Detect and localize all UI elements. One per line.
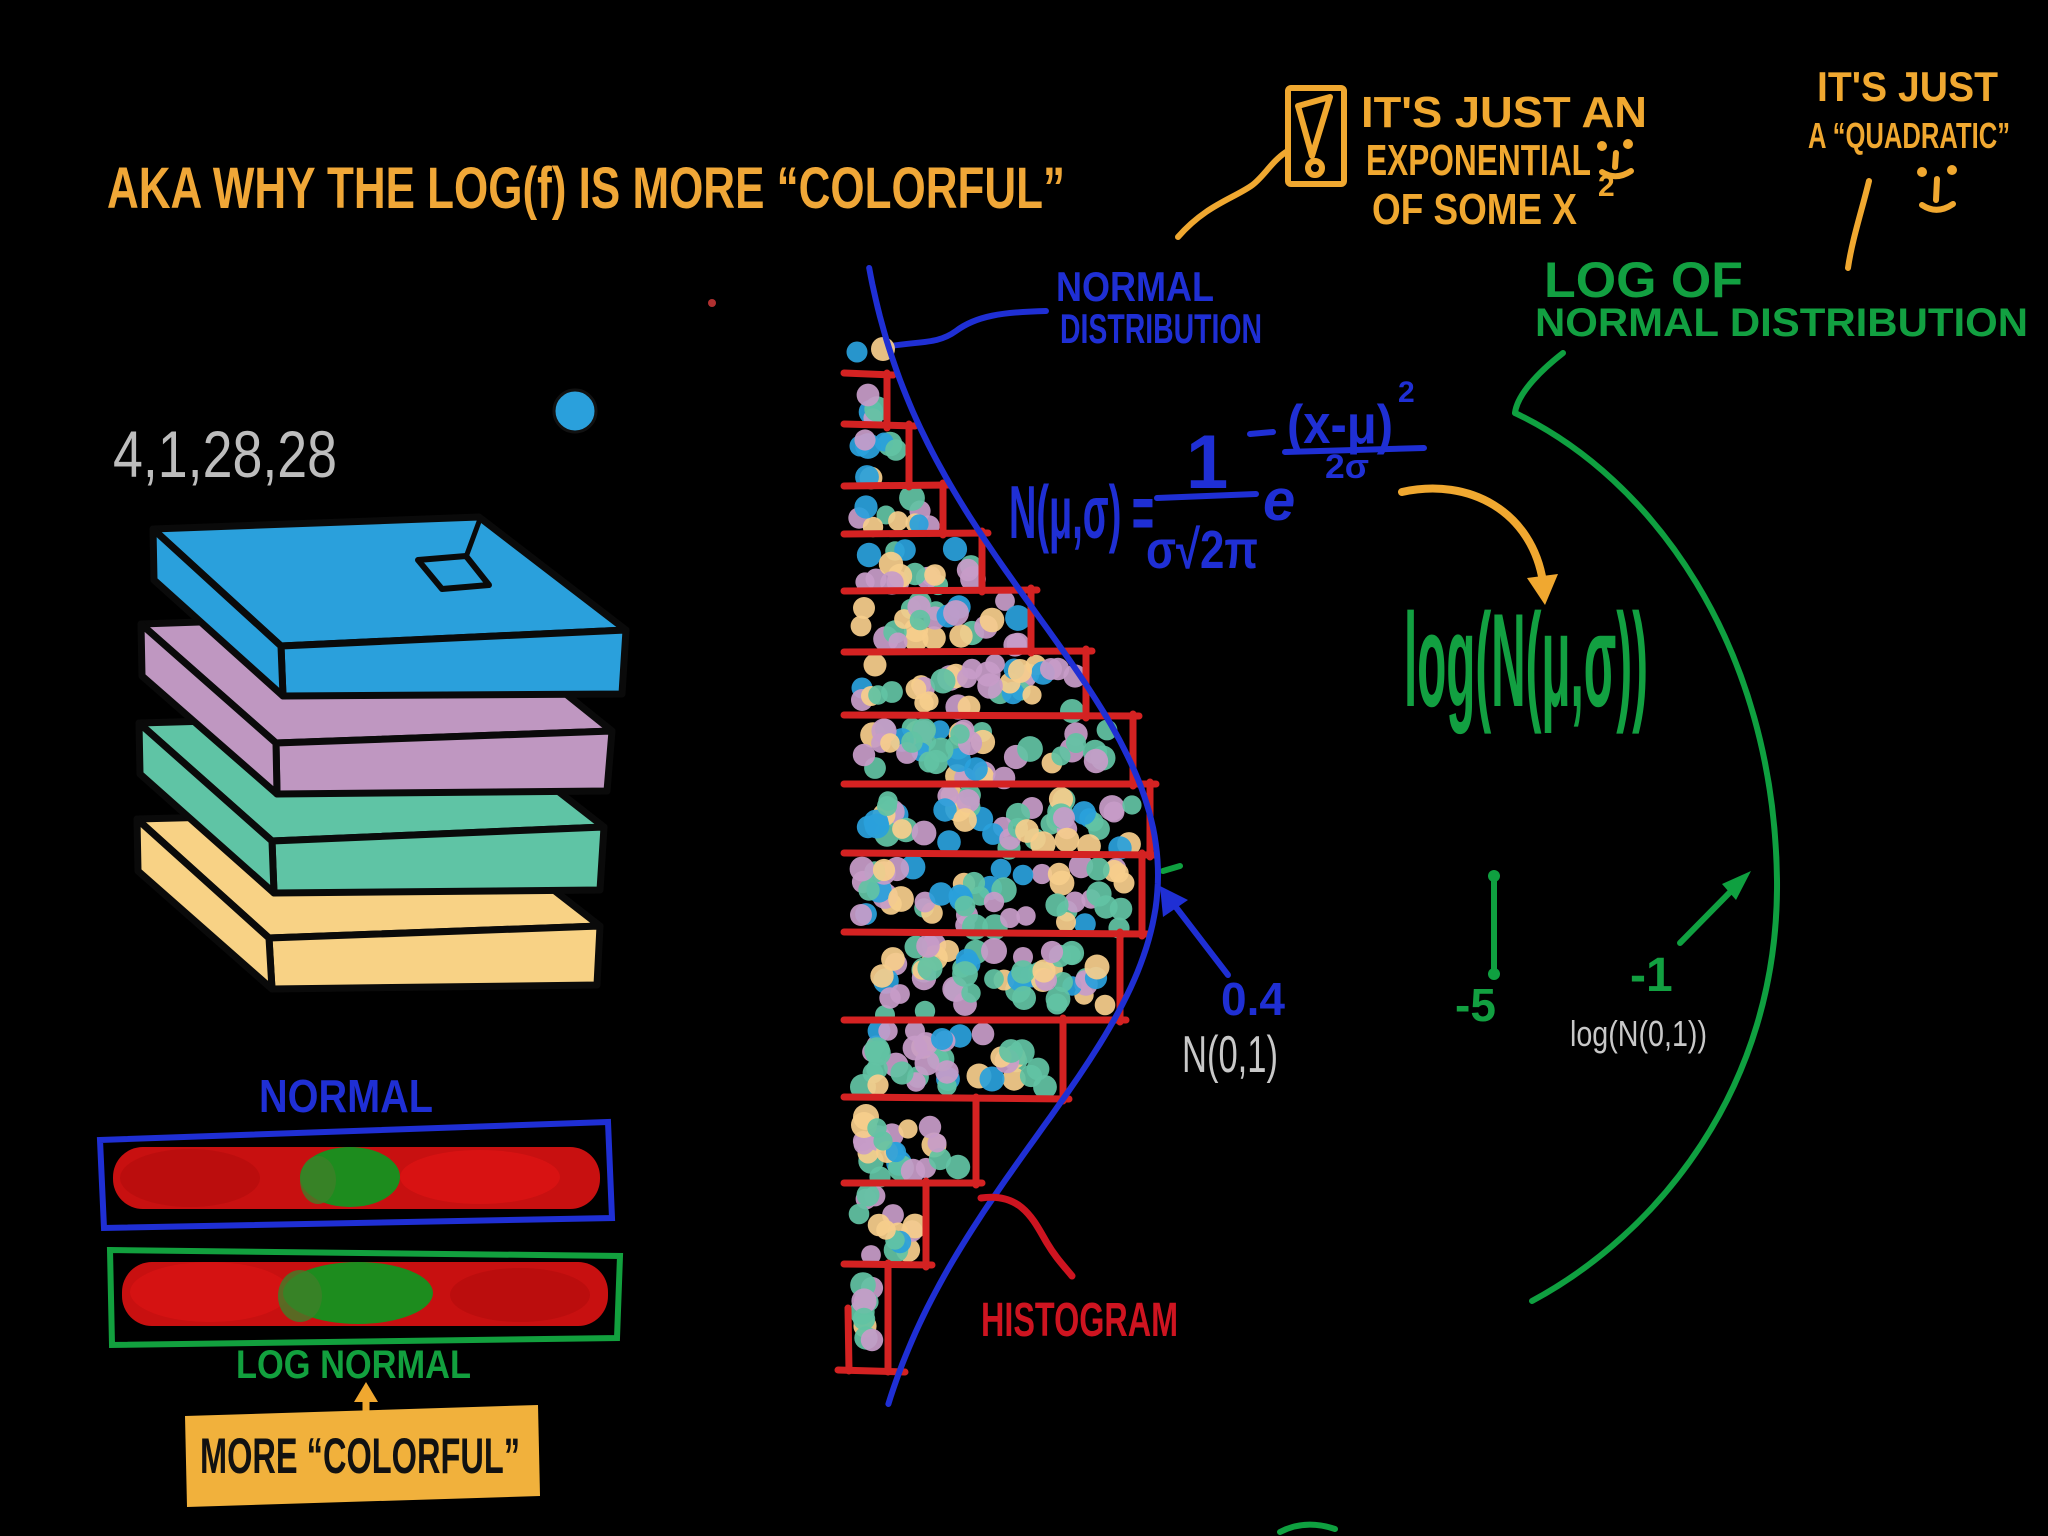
svg-text:2: 2	[1398, 376, 1415, 409]
svg-text:LOG NORMAL: LOG NORMAL	[236, 1343, 471, 1387]
svg-text:NORMAL: NORMAL	[259, 1070, 433, 1122]
svg-text:MORE “COLORFUL”: MORE “COLORFUL”	[200, 1428, 520, 1484]
svg-text:OF SOME X: OF SOME X	[1372, 185, 1577, 234]
svg-text:LOG OF: LOG OF	[1544, 252, 1743, 308]
svg-text:-5: -5	[1455, 979, 1496, 1031]
svg-text:IT'S JUST AN: IT'S JUST AN	[1361, 88, 1647, 137]
svg-text:HISTOGRAM: HISTOGRAM	[981, 1294, 1178, 1347]
svg-text:2σ: 2σ	[1325, 448, 1369, 486]
svg-text:log(N(μ,σ)): log(N(μ,σ))	[1404, 586, 1648, 735]
svg-text:4,1,28,28: 4,1,28,28	[113, 417, 337, 491]
svg-text:AKA WHY THE LOG(f) IS MORE “CO: AKA WHY THE LOG(f) IS MORE “COLORFUL”	[107, 156, 1065, 221]
svg-text:NORMAL: NORMAL	[1056, 263, 1214, 310]
svg-text:NORMAL DISTRIBUTION: NORMAL DISTRIBUTION	[1535, 301, 2028, 345]
svg-text:1: 1	[1186, 420, 1228, 505]
svg-text:(x-μ): (x-μ)	[1287, 393, 1393, 455]
svg-text:log(N(0,1)): log(N(0,1))	[1570, 1013, 1707, 1054]
svg-text:0.4: 0.4	[1221, 973, 1285, 1025]
svg-text:N(0,1): N(0,1)	[1182, 1026, 1278, 1084]
svg-text:-1: -1	[1630, 949, 1673, 1002]
svg-text:DISTRIBUTION: DISTRIBUTION	[1060, 305, 1262, 352]
svg-text:N(μ,σ) =: N(μ,σ) =	[1009, 469, 1154, 554]
svg-text:σ√2π: σ√2π	[1146, 520, 1258, 580]
svg-text:e: e	[1263, 468, 1295, 533]
svg-text:IT'S JUST: IT'S JUST	[1817, 63, 1998, 110]
svg-text:A “QUADRATIC”: A “QUADRATIC”	[1808, 115, 2010, 156]
svg-text:EXPONENTIAL: EXPONENTIAL	[1366, 136, 1591, 185]
